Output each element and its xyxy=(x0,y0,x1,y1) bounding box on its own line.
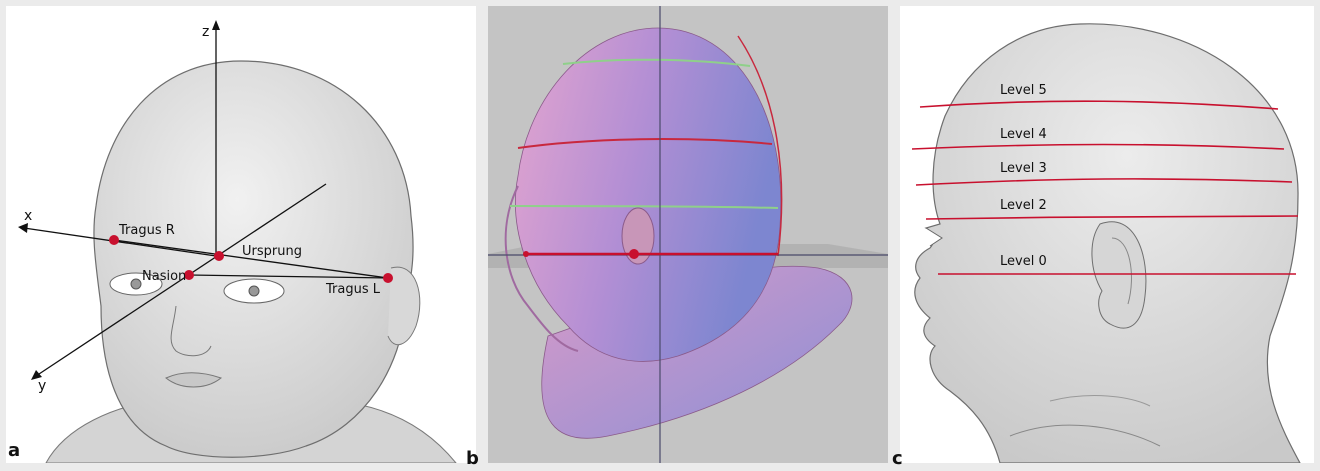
z-axis-arrow xyxy=(212,20,220,30)
tragus-l-point xyxy=(383,273,393,283)
tragus-l-label: Tragus L xyxy=(325,282,381,297)
panel-b-3d-scan xyxy=(488,6,888,463)
panel-a-letter: a xyxy=(8,440,20,461)
panel-c-letter: c xyxy=(892,448,903,469)
scan-tragus-point xyxy=(629,249,639,259)
right-pupil xyxy=(249,286,259,296)
level-3-label: Level 3 xyxy=(1000,161,1047,176)
panel-a-head-coordinates: z x y Tragus R Ursprung Nasion Tragus L … xyxy=(6,6,476,463)
panel-c-illustration: Level 5 Level 4 Level 3 Level 2 Level 0 xyxy=(900,6,1314,463)
ursprung-point xyxy=(214,251,224,261)
panel-b-scan-image xyxy=(488,6,888,463)
ursprung-label: Ursprung xyxy=(242,244,302,259)
level-0-label: Level 0 xyxy=(1000,254,1047,269)
x-axis-arrow xyxy=(18,223,28,233)
left-pupil xyxy=(131,279,141,289)
y-axis-label: y xyxy=(38,378,46,394)
level-4-label: Level 4 xyxy=(1000,127,1047,142)
level-2-label: Level 2 xyxy=(1000,198,1047,213)
panel-a-illustration: z x y Tragus R Ursprung Nasion Tragus L xyxy=(6,6,476,463)
tragus-r-point xyxy=(109,235,119,245)
scan-nasion-point xyxy=(523,251,529,257)
panel-c-head-levels: Level 5 Level 4 Level 3 Level 2 Level 0 xyxy=(900,6,1314,463)
nasion-label: Nasion xyxy=(142,269,186,284)
x-axis-label: x xyxy=(24,208,32,224)
panel-b-letter: b xyxy=(466,448,479,469)
level-5-label: Level 5 xyxy=(1000,83,1047,98)
z-axis-label: z xyxy=(202,24,209,40)
tragus-r-label: Tragus R xyxy=(118,223,175,238)
